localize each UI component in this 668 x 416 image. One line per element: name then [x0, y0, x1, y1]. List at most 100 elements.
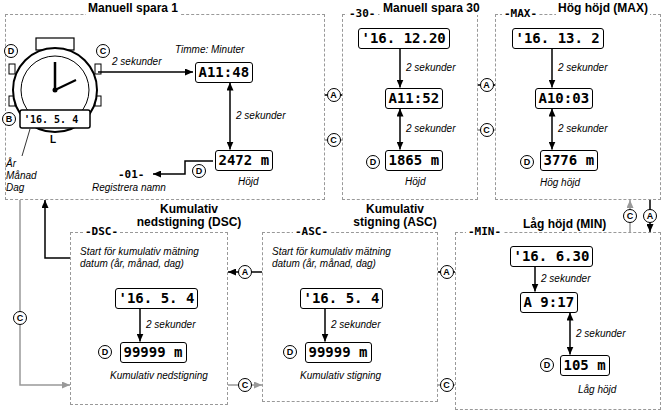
watch-hand: [54, 62, 57, 90]
lcd-text: A 9:17: [524, 294, 575, 311]
edge-label: 2 sekunder: [235, 110, 286, 122]
flow-arrow: [139, 309, 141, 342]
lcd-display: A11:52: [385, 88, 444, 109]
button-callout: D: [283, 345, 297, 359]
lcd-display: 105 m: [560, 355, 610, 376]
annotation: '16. 5. 4: [24, 114, 78, 126]
mode-code: -30-: [347, 7, 378, 20]
lcd-display: '16. 6.30: [510, 246, 594, 267]
button-callout: C: [623, 209, 637, 223]
annotation: År Månad Dag: [6, 158, 46, 194]
flow-arrow: [229, 83, 231, 150]
button-callout: A: [440, 265, 454, 279]
lcd-text: '16. 5. 4: [119, 290, 195, 307]
button-callout: C: [238, 378, 252, 392]
edge-label: 2 sekunder: [540, 273, 591, 285]
panel-title: Kumulativ nedstigning (DSC): [131, 203, 247, 229]
button-callout: A: [480, 78, 494, 92]
mode-code: -MAX-: [502, 7, 539, 20]
lcd-text: '16. 12.20: [362, 30, 446, 47]
lcd-text: 3776 m: [544, 152, 595, 169]
annotation: Start för kumulativ mätning datum (år, m…: [80, 246, 220, 270]
mode-code: -DSC-: [83, 225, 120, 238]
edge-label: 2 sekunder: [405, 123, 456, 135]
button-callout: D: [192, 164, 206, 178]
flow-arrow: [399, 109, 401, 150]
annotation: Kumulativ nedstigning: [110, 370, 208, 382]
lcd-display: '16. 12.20: [358, 28, 450, 49]
panel-title: Kumulativ stigning (ASC): [343, 203, 447, 229]
lcd-display: 99999 m: [120, 342, 187, 363]
flow-arrow: [551, 109, 553, 150]
button-callout: C: [480, 123, 494, 137]
leader-line: [22, 129, 30, 156]
edge-label: 2 sekunder: [557, 123, 608, 135]
lcd-display: 2472 m: [215, 150, 274, 171]
annotation: Start för kumulativ mätning datum (år, m…: [272, 246, 412, 270]
mode-panel: -MIN-Låg höjd (MIN)'16. 6.30A 9:17105 m: [455, 232, 661, 410]
annotation: L: [50, 134, 56, 146]
flow-arrow: [98, 71, 193, 73]
lcd-display: A10:03: [535, 88, 594, 109]
watch: [9, 38, 101, 156]
watch-button: [9, 64, 15, 74]
mode-panel: -30-Manuell spara 30'16. 12.20A11:521865…: [342, 14, 478, 200]
flow-arrow: [399, 49, 401, 88]
button-callout: C: [327, 133, 341, 147]
lcd-display: 99999 m: [305, 342, 372, 363]
lcd-display: A 9:17: [520, 292, 579, 313]
lcd-text: A11:48: [199, 64, 250, 81]
lcd-text: 105 m: [564, 357, 606, 374]
watch-lcd: [20, 110, 90, 128]
button-callout: C: [96, 44, 110, 58]
annotation: Låg höjd: [578, 384, 616, 396]
button-callout: A: [327, 88, 341, 102]
lcd-text: A11:52: [389, 90, 440, 107]
mode-code: -MIN-: [466, 225, 503, 238]
panel-title: Hög höjd (MAX): [556, 1, 650, 15]
edge-label: 2 sekunder: [575, 328, 626, 340]
lcd-text: '16. 6.30: [514, 248, 590, 265]
button-callout: C: [13, 311, 27, 325]
flow-arrow: [569, 313, 571, 355]
annotation: Höjd: [238, 176, 259, 188]
annotation: 2 sekunder: [112, 56, 161, 68]
edge-label: 2 sekunder: [405, 62, 456, 74]
flow-arrow: [324, 309, 326, 342]
mode-panel: Manuell spara 1A11:482472 m: [5, 14, 325, 200]
panel-title: Manuell spara 1: [86, 1, 180, 15]
button-callout: D: [98, 345, 112, 359]
button-callout: D: [540, 358, 554, 372]
lcd-text: '16. 5. 4: [304, 290, 380, 307]
button-callout: D: [366, 155, 380, 169]
button-callout: C: [440, 378, 454, 392]
watch-case: [13, 48, 97, 132]
edge-label: 2 sekunder: [330, 319, 381, 331]
edge-label: 2 sekunder: [557, 62, 608, 74]
lcd-display: '16. 5. 4: [115, 288, 199, 309]
annotation: -01-: [118, 168, 145, 181]
lcd-display: A11:48: [195, 62, 254, 83]
lcd-display: 3776 m: [540, 150, 599, 171]
annotation: Kumulativ stigning: [300, 370, 381, 382]
watch-pivot: [53, 88, 58, 93]
mode-code: -ASC-: [293, 225, 330, 238]
mode-panel: -MAX-Hög höjd (MAX)'16. 13. 2A10:033776 …: [495, 14, 661, 200]
button-callout: A: [643, 209, 657, 223]
button-callout: A: [238, 265, 252, 279]
flow-arrow: [20, 200, 70, 385]
flow-arrow: [534, 267, 536, 292]
lcd-text: A10:03: [539, 90, 590, 107]
annotation: Hög höjd: [540, 177, 580, 189]
watch-hand: [55, 80, 76, 90]
lcd-text: 99999 m: [309, 344, 368, 361]
annotation: Höjd: [405, 176, 426, 188]
button-callout: D: [520, 155, 534, 169]
button-callout: B: [2, 112, 16, 126]
lcd-text: 99999 m: [124, 344, 183, 361]
panel-title: Låg höjd (MIN): [521, 217, 608, 231]
annotation: Registrera namn: [92, 182, 166, 194]
panel-title: Manuell spara 30: [381, 1, 482, 15]
annotation: Timme: Minuter: [175, 44, 244, 56]
lcd-text: 2472 m: [219, 152, 270, 169]
